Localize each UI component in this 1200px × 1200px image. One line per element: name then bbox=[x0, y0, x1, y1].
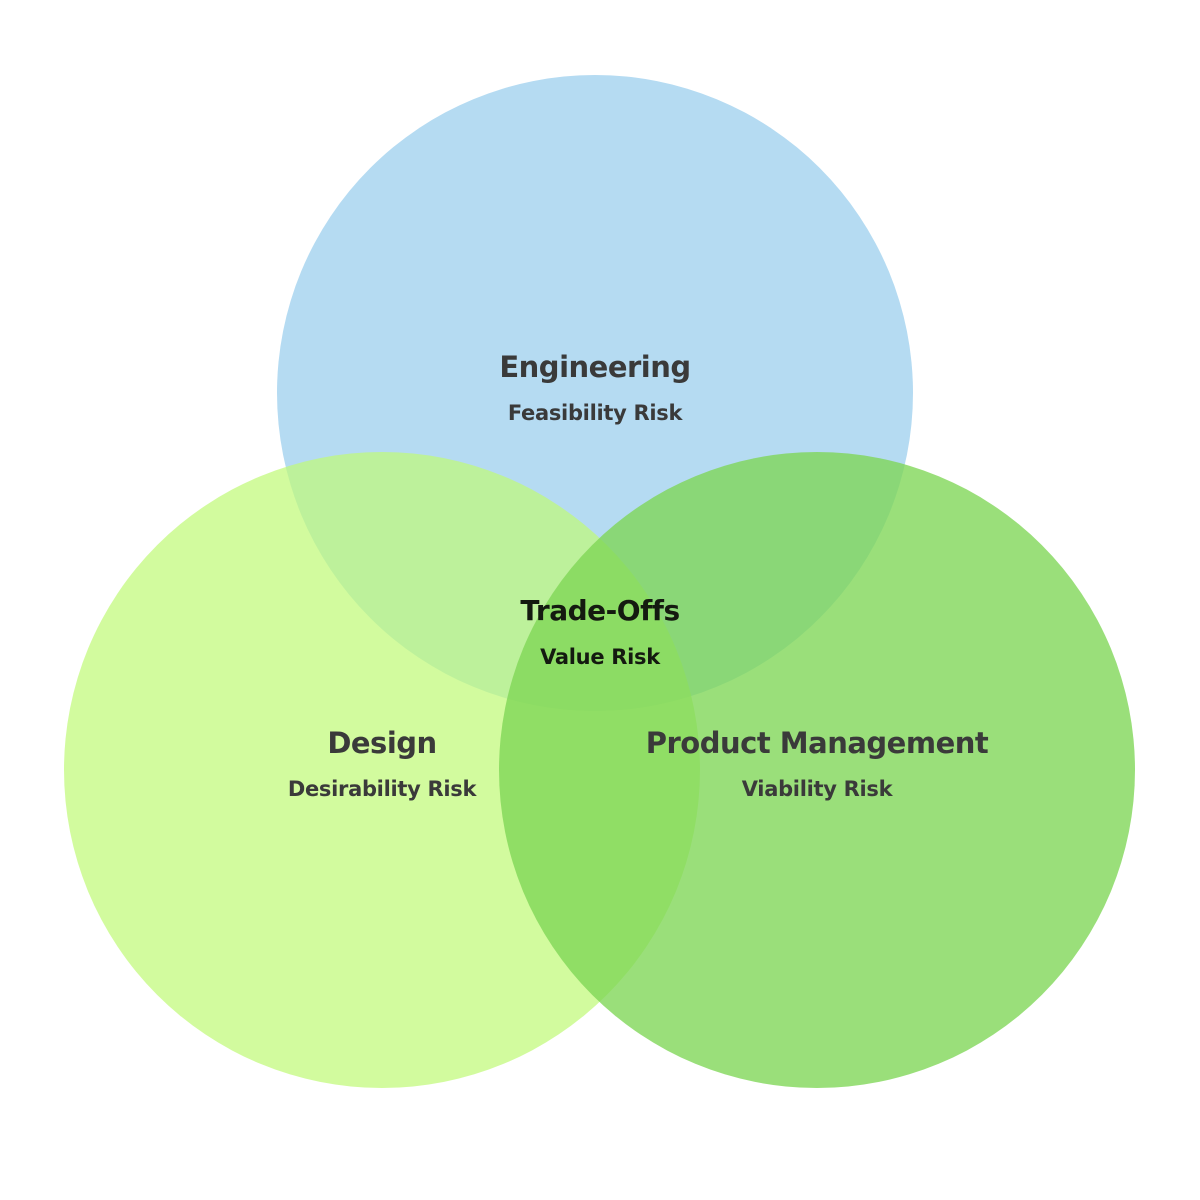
product-management-circle bbox=[499, 452, 1135, 1088]
trade-offs-title: Trade-Offs bbox=[520, 594, 680, 627]
engineering-title: Engineering bbox=[499, 350, 691, 384]
product-management-subtitle: Viability Risk bbox=[741, 777, 893, 801]
engineering-subtitle: Feasibility Risk bbox=[507, 401, 683, 425]
design-subtitle: Desirability Risk bbox=[287, 777, 477, 801]
trade-offs-subtitle: Value Risk bbox=[540, 645, 660, 669]
design-circle bbox=[64, 452, 700, 1088]
design-title: Design bbox=[327, 726, 437, 760]
product-management-title: Product Management bbox=[645, 726, 989, 760]
